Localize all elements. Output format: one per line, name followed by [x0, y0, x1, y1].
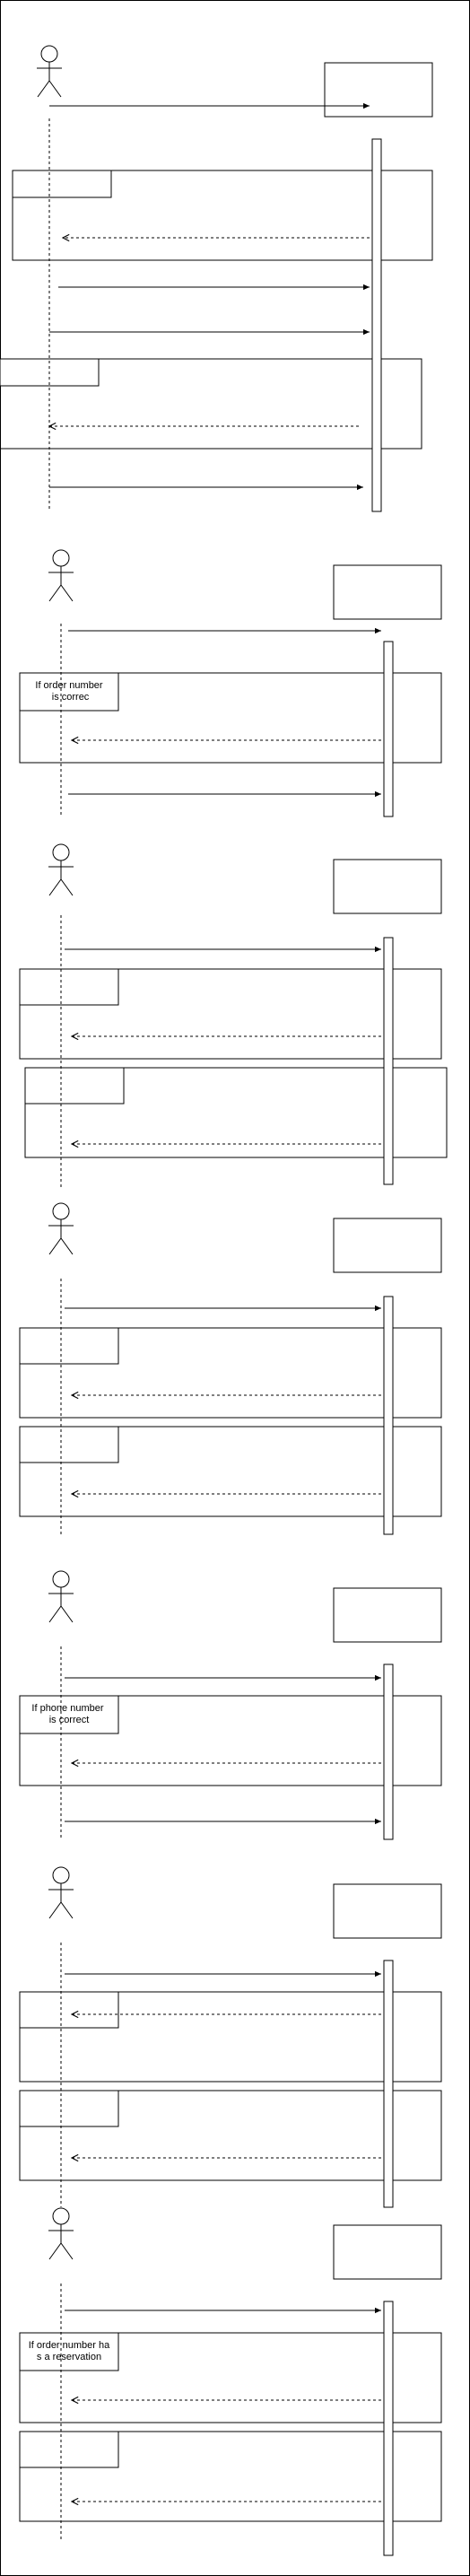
activation-bar: [383, 1960, 394, 2208]
actor-head: [40, 45, 58, 63]
system-box: [324, 62, 433, 118]
sequence-diagram: [19, 843, 448, 1189]
actor-head: [52, 2207, 70, 2225]
activation-bar: [383, 937, 394, 1185]
system-box: [333, 2224, 442, 2280]
fragment-frame: [19, 2090, 442, 2181]
fragment-frame: [19, 2332, 442, 2423]
fragment-label-box: [19, 968, 119, 1006]
actor-head: [52, 1202, 70, 1220]
fragment-label-box: [19, 672, 119, 712]
sequence-diagram: If phone number is correct: [19, 1570, 442, 1840]
activation-bar: [383, 1296, 394, 1535]
actor-figure: [48, 2224, 74, 2260]
system-box: [333, 859, 442, 914]
system-box: [333, 1218, 442, 1273]
system-box: [333, 1587, 442, 1643]
system-box: [333, 1883, 442, 1939]
fragment-label-box: [19, 1327, 119, 1365]
actor-head: [52, 1570, 70, 1588]
fragment-label-box: [19, 1991, 119, 2029]
system-box: [333, 564, 442, 620]
activation-bar: [383, 1663, 394, 1840]
actor-figure: [48, 1219, 74, 1255]
fragment-frame: [0, 358, 422, 450]
fragment-frame: [24, 1067, 448, 1158]
sequence-diagram: [19, 1202, 442, 1535]
actor-figure: [48, 566, 74, 602]
fragment-label: If phone number is correct: [31, 1703, 106, 1725]
sequence-diagram: [0, 45, 433, 512]
actor-head: [52, 1866, 70, 1884]
fragment-frame: [12, 170, 433, 261]
activation-bar: [383, 641, 394, 817]
sequence-diagram: If order number is correc: [19, 549, 442, 817]
fragment-frame: [19, 672, 442, 764]
fragment-label-box: [12, 170, 112, 198]
fragment-label-box: [19, 2431, 119, 2468]
fragment-label-box: [19, 1426, 119, 1463]
actor-head: [52, 549, 70, 567]
fragment-frame: [19, 1991, 442, 2083]
fragment-label-box: [19, 2332, 119, 2371]
fragment-label-box: [19, 1695, 119, 1734]
fragment-label: If order number is correc: [35, 680, 103, 703]
activation-bar: [383, 2301, 394, 2556]
fragment-frame: [19, 1327, 442, 1419]
sequence-diagram: [19, 1866, 442, 2208]
fragment-frame: [19, 2431, 442, 2522]
actor-figure: [37, 62, 62, 98]
fragment-frame: [19, 968, 442, 1060]
fragment-frame: [19, 1695, 442, 1786]
fragment-label-box: [19, 2090, 119, 2127]
actor-figure: [48, 860, 74, 896]
fragment-frame: [19, 1426, 442, 1517]
activation-bar: [371, 138, 382, 512]
actor-figure: [48, 1587, 74, 1623]
actor-head: [52, 843, 70, 861]
fragment-label-box: [24, 1067, 125, 1105]
actor-figure: [48, 1883, 74, 1919]
